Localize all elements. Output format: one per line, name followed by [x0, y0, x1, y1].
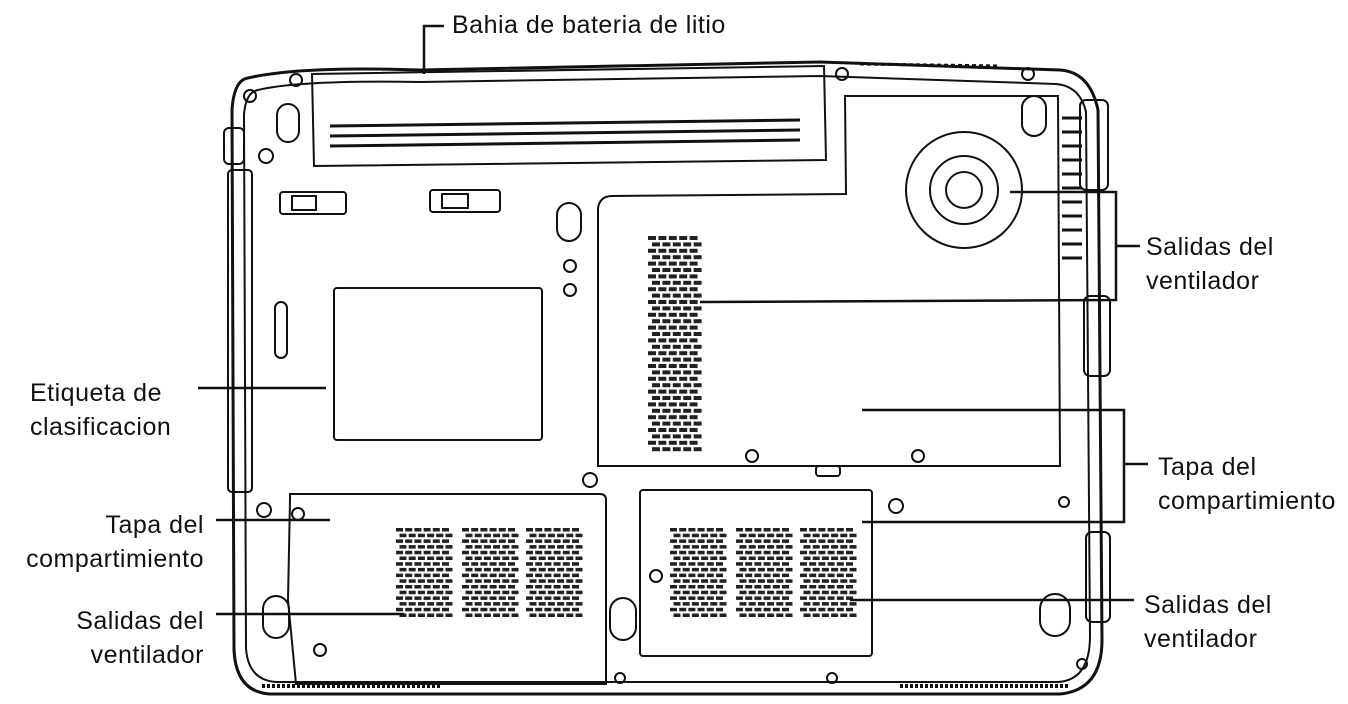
- vent-grid-lower-right-1: [736, 528, 793, 617]
- vent-grid-lower-right-2: [800, 528, 857, 617]
- left-latch: [223, 127, 245, 165]
- label-vents-left: Salidas del ventilador: [76, 607, 204, 669]
- label-battery-bay: Bahia de bateria de litio: [452, 11, 726, 39]
- vent-grid-lower-right-0: [670, 528, 727, 617]
- lower-left-compartment-cover: [286, 493, 607, 685]
- leader-battery-bay: [422, 24, 444, 74]
- label-vents-right: Salidas del ventilador: [1144, 591, 1272, 653]
- label-fan-vents-top: Salidas del ventilador: [1146, 233, 1274, 295]
- battery-bay: [310, 64, 828, 168]
- battery-latch-right: [429, 189, 501, 213]
- label-compartment-left: Tapa del compartimiento: [26, 511, 204, 573]
- vent-grid-lower-left-0: [396, 528, 453, 617]
- left-edge-strip: [227, 169, 253, 493]
- vent-grid-lower-left-2: [526, 528, 583, 617]
- fan: [905, 131, 1023, 249]
- vent-grid-lower-left-1: [462, 528, 519, 617]
- upper-compartment-cover: [597, 95, 1062, 467]
- battery-latch-left: [279, 191, 347, 215]
- label-compartment-right: Tapa del compartimiento: [1158, 453, 1336, 515]
- rating-label: [333, 287, 543, 441]
- laptop-inner-outline: [242, 74, 1092, 683]
- leader-compartment-right: [862, 408, 1126, 524]
- laptop-outline: [230, 60, 1104, 696]
- lower-right-compartment-cover: [639, 489, 873, 657]
- vent-grid-center: [648, 236, 702, 452]
- label-rating-label: Etiqueta de clasificacion: [30, 379, 172, 441]
